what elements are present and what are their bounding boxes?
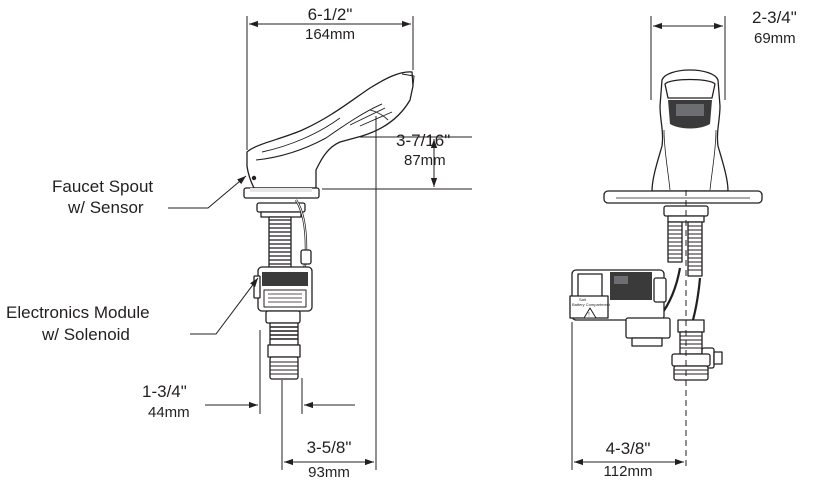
width-dimension-imperial: 6-1/2" <box>307 5 353 24</box>
width-dimension-metric: 164mm <box>304 26 356 43</box>
height-dimension-imperial: 3-7/16" <box>396 131 451 150</box>
base-dimension-metric: 44mm <box>148 404 190 421</box>
base-dimension-imperial: 1-3/4" <box>142 382 187 401</box>
front-depth-dimension-imperial: 4-3/8" <box>605 439 651 458</box>
spout-body <box>246 71 414 189</box>
spout-callout-line1: Faucet Spout <box>52 177 154 196</box>
height-dimension-metric: 87mm <box>404 152 446 169</box>
callout-leaders <box>168 175 259 335</box>
module-label-line1: Salt <box>579 297 586 302</box>
front-width-dimension-metric: 69mm <box>754 30 796 47</box>
svg-text:!: ! <box>588 313 590 319</box>
front-dimension-lines <box>571 16 726 470</box>
front-base-plate <box>603 190 763 204</box>
sensor-icon <box>251 175 257 181</box>
module-callout-line2: w/ Solenoid <box>42 325 130 344</box>
module-callout-line1: Electronics Module <box>6 303 150 322</box>
front-width-dimension-imperial: 2-3/4" <box>752 8 797 27</box>
side-view-faucet <box>243 71 415 380</box>
reach-dimension-imperial: 3-5/8" <box>306 438 352 457</box>
reach-dimension-metric: 93mm <box>308 464 350 481</box>
spout-callout-line2: w/ Sensor <box>68 198 144 217</box>
front-view-faucet: ! <box>569 69 763 381</box>
module-label-line2: Battery Compartment <box>572 302 611 307</box>
front-depth-dimension-metric: 112mm <box>603 463 653 480</box>
side-dimension-lines <box>205 16 472 470</box>
warning-triangle-icon <box>583 307 597 319</box>
